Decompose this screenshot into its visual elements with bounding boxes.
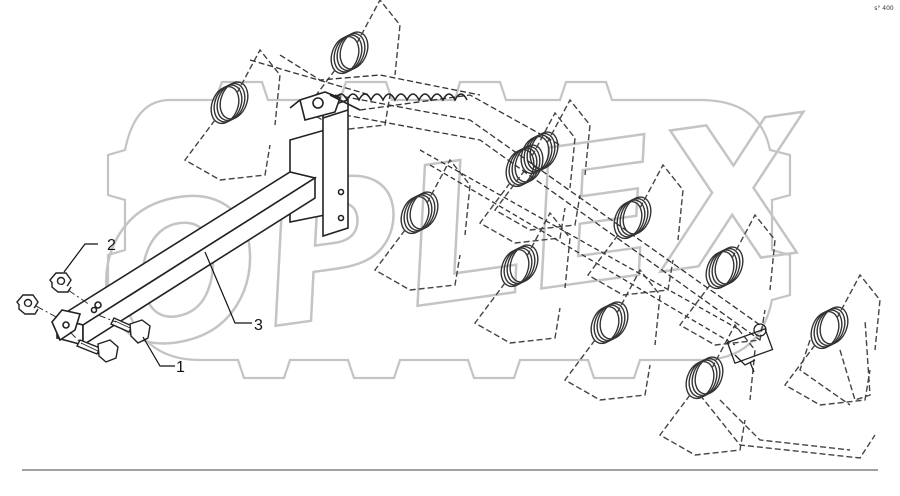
spring-tines <box>183 0 881 459</box>
spring-coil <box>400 191 439 235</box>
spring-coil <box>810 306 849 350</box>
tine-wire <box>183 48 281 181</box>
spring-coil <box>500 244 539 288</box>
spring-coil <box>210 81 249 125</box>
nut-upper <box>49 272 72 293</box>
watermark-gear <box>106 80 792 380</box>
bolt-parts <box>76 317 151 363</box>
callout-leader-3 <box>204 251 252 324</box>
tine-wire <box>658 323 756 456</box>
nut-lower <box>16 294 39 315</box>
nut-parts <box>16 272 72 315</box>
callout-label-1: 1 <box>176 359 185 376</box>
corner-code: s° 400 <box>874 5 894 12</box>
tine-wire <box>473 211 571 344</box>
tine-wire <box>783 273 881 406</box>
spring-coil <box>590 301 629 345</box>
tine-wire <box>373 158 471 291</box>
bolt-lower <box>76 339 119 363</box>
callout-leader-2 <box>63 243 98 273</box>
spring-coil <box>330 31 369 75</box>
callout-label-3: 3 <box>254 317 263 334</box>
spring-coil <box>520 131 559 175</box>
tine-wire <box>699 319 876 459</box>
assembly-lines <box>35 289 117 345</box>
callout-label-2: 2 <box>107 237 116 254</box>
bolt-upper <box>110 317 151 344</box>
harrow-frame <box>249 54 774 373</box>
arm-tube <box>51 171 318 347</box>
callouts <box>63 243 252 367</box>
spring-coil <box>705 246 744 290</box>
tine-wire <box>586 163 684 296</box>
spring-coil <box>685 356 724 400</box>
tine-wire <box>563 268 661 401</box>
callout-leader-1 <box>142 336 175 367</box>
tine-wire <box>493 98 591 231</box>
